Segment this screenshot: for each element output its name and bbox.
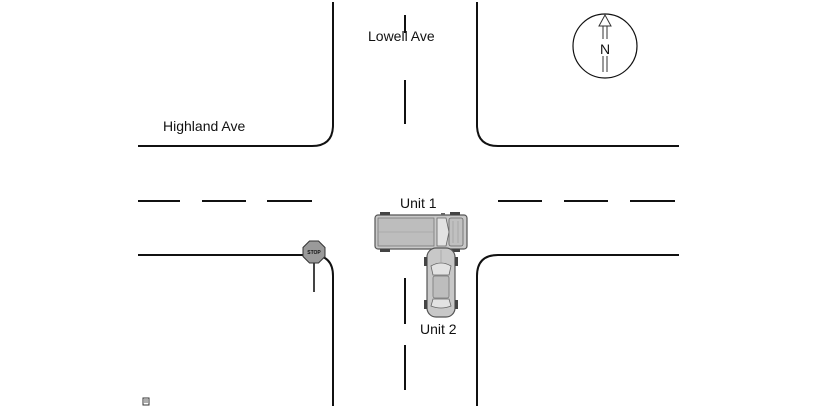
street-label-highland-ave: Highland Ave: [163, 118, 246, 134]
center-line-dashes: [138, 15, 675, 390]
marker-icon: [142, 397, 150, 406]
north-arrow-icon: N: [572, 13, 638, 79]
compass-letter: N: [600, 41, 610, 57]
stop-sign-text: STOP: [307, 250, 321, 256]
unit-1-pickup-truck-icon: [374, 212, 468, 252]
street-label-lowell-ave: Lowell Ave: [368, 28, 435, 44]
curb-northeast: [476, 2, 679, 147]
stop-sign-icon: STOP: [302, 240, 326, 292]
unit-2-sedan-icon: [424, 247, 458, 318]
unit-2-label: Unit 2: [420, 321, 457, 337]
curb-northwest: [138, 2, 334, 147]
unit-1-label: Unit 1: [400, 195, 437, 211]
curb-southwest: [138, 254, 334, 406]
curb-southeast: [476, 254, 679, 406]
